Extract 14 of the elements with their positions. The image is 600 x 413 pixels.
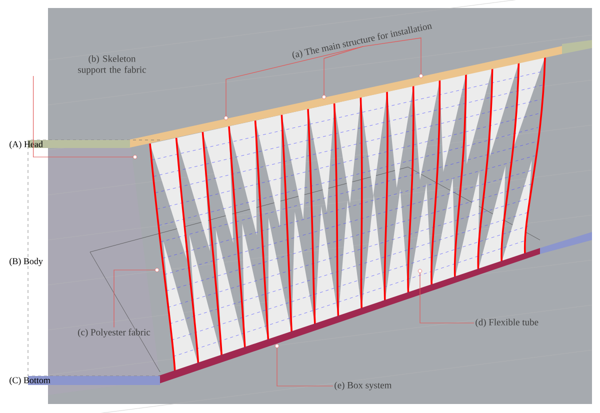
zone-label: (B) Body: [10, 258, 43, 266]
leader-line: [420, 272, 474, 324]
zone-label: (A) Head: [10, 140, 130, 150]
callout-text: (e) Box system: [334, 382, 392, 390]
leader-line: [114, 270, 156, 328]
callout-text: (d) Flexible tube: [476, 318, 538, 328]
leader-line: [324, 46, 364, 96]
callout-text: (b) Skeleton support the fabric: [78, 55, 146, 75]
leader-line: [362, 38, 422, 74]
callout-text: (a) The main structure for installation: [292, 24, 432, 60]
leader-line: [276, 348, 334, 386]
leader-line: [33, 76, 134, 158]
leader-line: [226, 46, 364, 116]
callout-text: (c) Polyester fabric: [78, 328, 150, 338]
